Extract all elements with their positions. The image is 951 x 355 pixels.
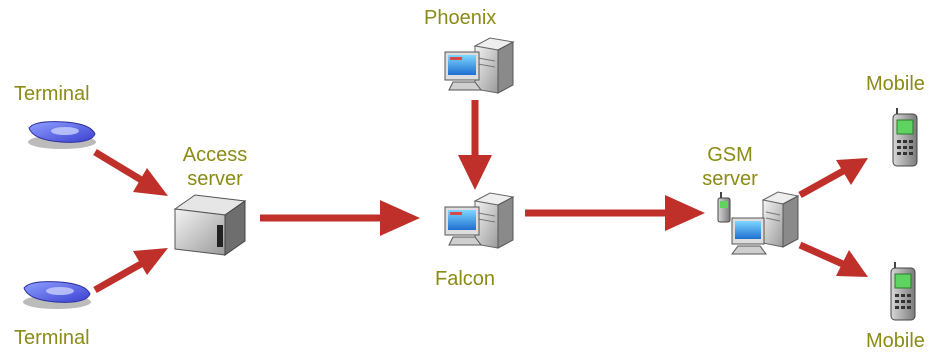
gsm-server-icon [717, 191, 800, 255]
arrows [93, 100, 868, 294]
label-mobile-bottom: Mobile [866, 330, 925, 352]
workstation-tower-icon [444, 37, 515, 94]
label-access-server: Access server [182, 144, 248, 190]
label-phoenix: Phoenix [424, 7, 497, 29]
arrow-access-to-falcon [260, 200, 420, 236]
label-terminal-bottom: Terminal [14, 327, 90, 349]
server-box-icon [173, 194, 247, 256]
arrow-phoenix-to-falcon [458, 100, 492, 190]
arrow-terminal-bottom-to-access [93, 248, 168, 294]
arrow-falcon-to-gsm [525, 195, 705, 231]
label-mobile-top: Mobile [866, 73, 925, 95]
label-falcon: Falcon [435, 268, 496, 290]
mobile-phone-icon [890, 262, 916, 321]
mobile-phone-icon [892, 108, 918, 167]
label-gsm-server: GSM server [702, 144, 758, 190]
arrow-gsm-to-mobile-bottom [798, 241, 868, 277]
arrow-terminal-top-to-access [93, 149, 168, 196]
label-terminal-top: Terminal [14, 83, 90, 105]
arrow-gsm-to-mobile-top [798, 158, 868, 199]
terminal-device-icon [28, 121, 96, 149]
terminal-device-icon [23, 281, 91, 309]
workstation-tower-icon [444, 192, 515, 249]
